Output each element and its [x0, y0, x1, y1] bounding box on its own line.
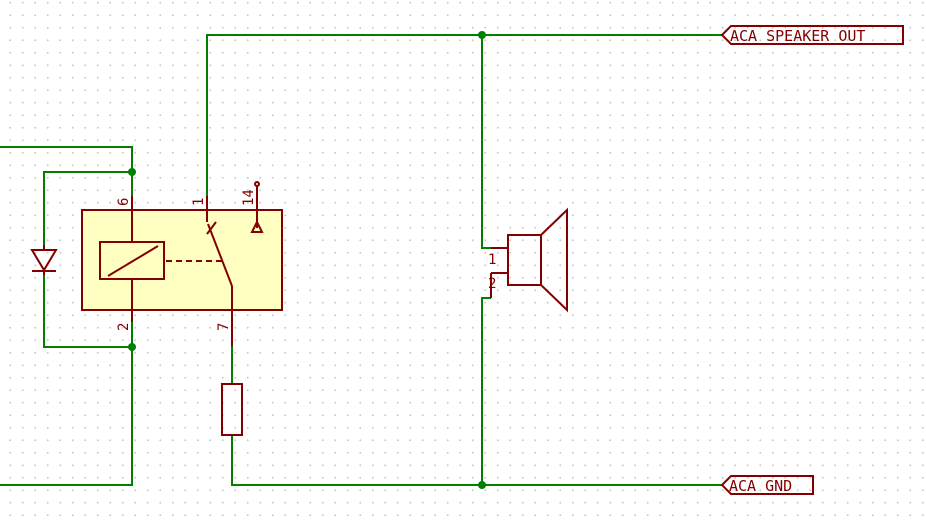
speaker-cone — [540, 207, 568, 313]
wire-speaker-plus[interactable] — [481, 35, 491, 249]
junctions — [128, 31, 486, 489]
relay-nc-open-circle — [254, 181, 260, 187]
relay-nc-contact-triangle — [250, 219, 264, 233]
junction-dot — [128, 168, 136, 176]
diode-triangle — [30, 249, 58, 272]
wire-coil-bottom[interactable] — [0, 322, 133, 486]
relay-pin-number-1: 1 — [191, 198, 207, 206]
relay-switch-blade — [207, 223, 233, 287]
net-label-flag — [720, 475, 814, 495]
resistor-body — [221, 383, 243, 436]
resistor-symbol[interactable] — [221, 383, 243, 436]
wire-diode-bottom[interactable] — [43, 275, 132, 348]
relay-coil-diagonal — [107, 245, 159, 277]
wire-speaker-minus[interactable] — [481, 297, 491, 485]
net-label-gnd[interactable]: ACA_GND — [720, 475, 814, 495]
diode-symbol[interactable] — [30, 245, 58, 275]
speaker-symbol[interactable]: 1 2 — [488, 207, 568, 313]
net-label-text: ACA_GND — [729, 477, 792, 495]
relay-pin-number-6: 6 — [116, 198, 132, 206]
net-label-text: ACA_SPEAKER_OUT — [730, 27, 865, 45]
wires — [0, 34, 722, 486]
net-label-flag — [720, 25, 904, 45]
relay-pin-number-14: 14 — [241, 189, 257, 206]
relay-symbol[interactable]: 6 2 1 14 7 — [81, 181, 283, 346]
wire-diode-top[interactable] — [43, 171, 132, 245]
speaker-pin-number-1: 1 — [488, 252, 496, 268]
speaker-magnet — [507, 234, 542, 286]
junction-dot — [478, 481, 486, 489]
wire-top-left[interactable] — [0, 146, 133, 172]
junction-dot — [478, 31, 486, 39]
relay-pin-number-2: 2 — [116, 323, 132, 331]
wire-gnd[interactable] — [231, 435, 722, 486]
wire-relay-common[interactable] — [206, 34, 722, 196]
relay-pin-number-7: 7 — [216, 323, 232, 331]
speaker-pin-number-2: 2 — [488, 276, 496, 292]
junction-dot — [128, 343, 136, 351]
net-label-speaker-out[interactable]: ACA_SPEAKER_OUT — [720, 25, 904, 45]
relay-common-contact — [206, 221, 217, 235]
speaker-pin-minus — [490, 272, 508, 298]
